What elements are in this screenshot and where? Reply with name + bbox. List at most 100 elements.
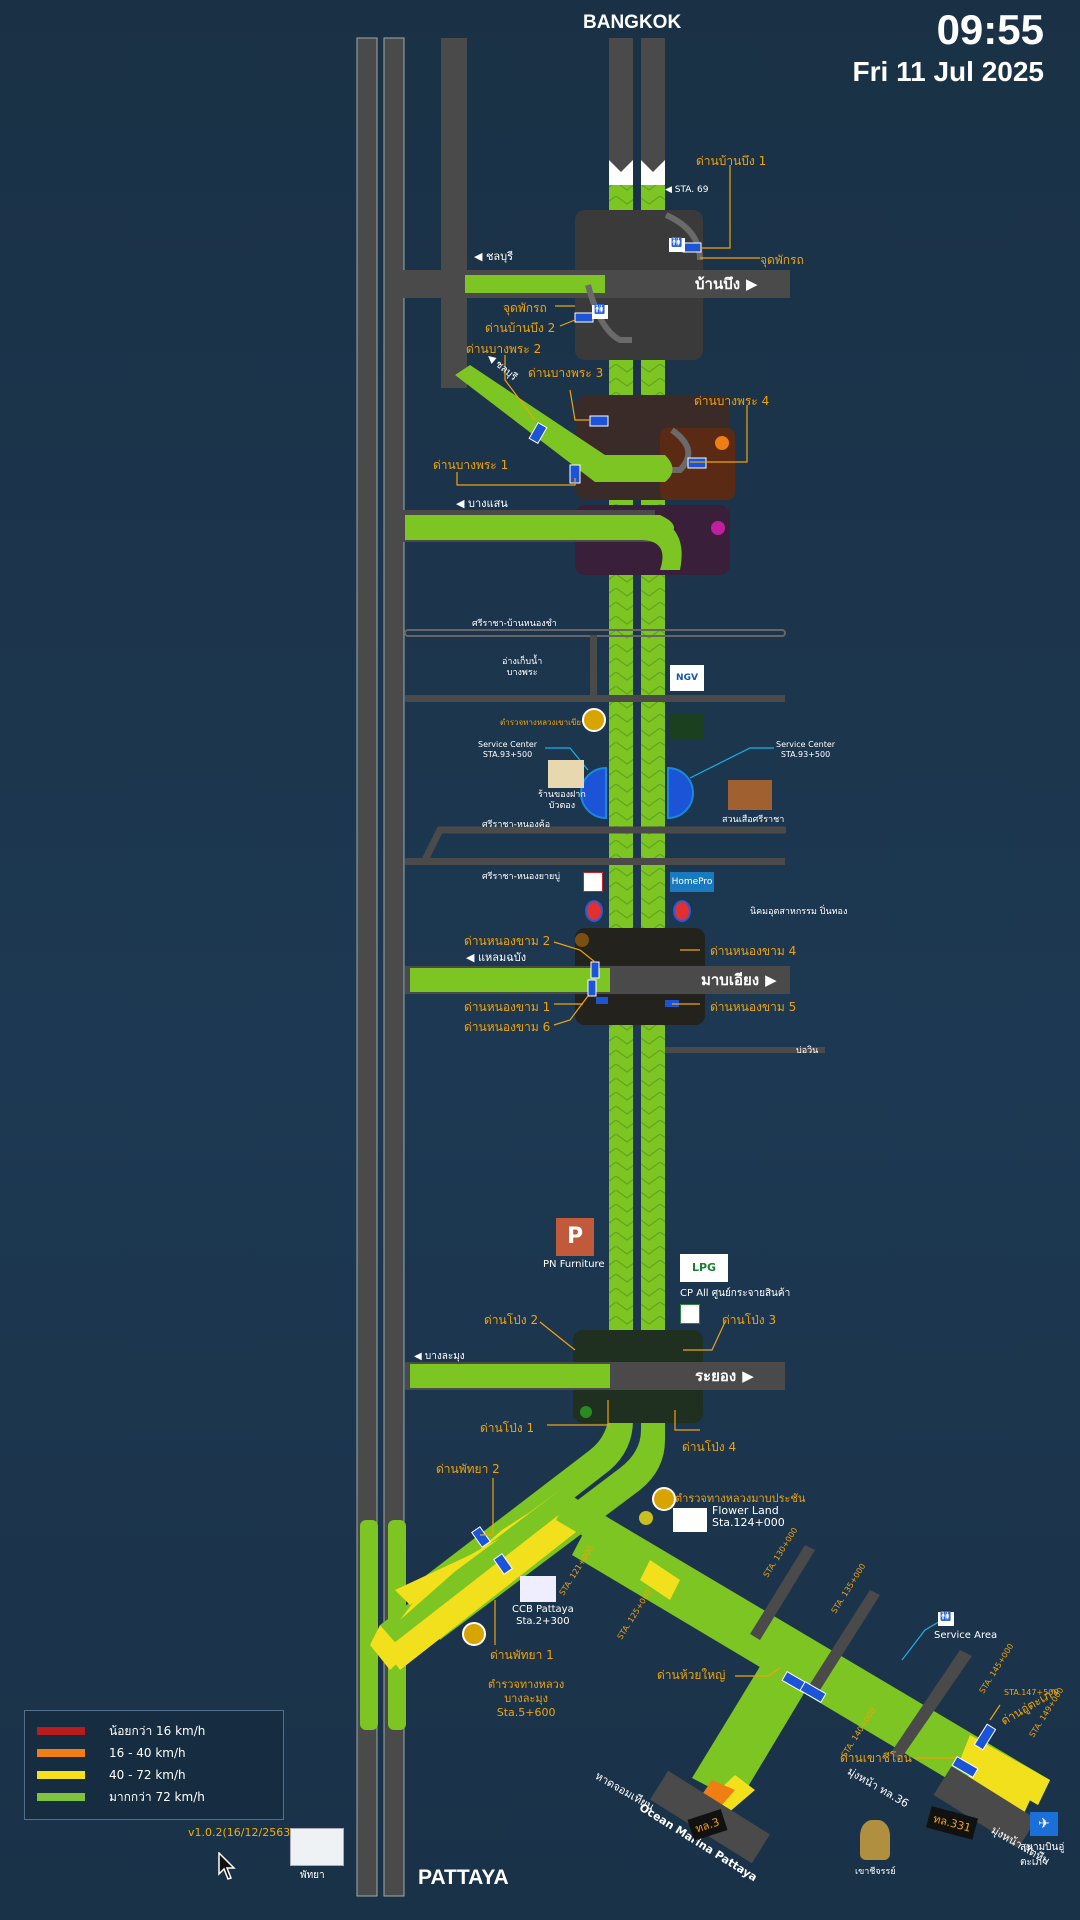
mainline-east-grey	[641, 38, 665, 188]
souvenir-shop-icon	[548, 760, 584, 788]
place-shop-east: สวนเสือศรีราชา	[722, 815, 785, 825]
service-center-west	[580, 766, 607, 820]
sign-banbueng: บ้านบึง▶	[663, 270, 790, 298]
legend-label: มากกว่า 72 km/h	[109, 1789, 205, 1804]
restroom-icon: 🚻	[592, 305, 608, 319]
service-center-east	[667, 766, 694, 820]
sign-rayong: ระยอง ▶	[663, 1362, 785, 1390]
old-road-stub	[441, 38, 467, 388]
place-sc-east: Service Center STA.93+500	[776, 740, 836, 759]
airplane-icon: ✈	[1030, 1812, 1058, 1836]
place-khaochichan: เขาชีจรรย์	[855, 1867, 896, 1877]
arrow-right-icon: ▶	[742, 1367, 754, 1385]
place-sriracha-nongyaibu: ศรีราชา-หนองยายบู่	[482, 872, 561, 882]
version-label: v1.0.2(16/12/2563)	[188, 1826, 295, 1839]
toll-pattaya1: ด่านพัทยา 1	[490, 1648, 554, 1662]
clock-time: 09:55	[936, 6, 1044, 53]
legend-label: น้อยกว่า 16 km/h	[109, 1723, 206, 1738]
legend-swatch	[37, 1771, 85, 1779]
homepro-icon: HomePro	[670, 872, 714, 892]
seven-eleven-icon	[583, 872, 603, 892]
bangphra-ramp	[455, 365, 673, 482]
dir-laemchabang: ◀ แหลมฉบัง	[466, 951, 527, 964]
police-shield-icon	[652, 1487, 676, 1511]
police-shield-icon	[462, 1622, 486, 1646]
legend-swatch	[37, 1749, 85, 1757]
place-bowin: บ่อวิน	[796, 1046, 819, 1056]
toll-nongkham6: ด่านหนองขาม 6	[464, 1020, 551, 1034]
legend-label: 16 - 40 km/h	[109, 1746, 186, 1760]
flower-land-icon	[673, 1508, 707, 1532]
tiger-zoo-icon	[728, 780, 772, 810]
mouse-cursor-icon	[218, 1852, 236, 1880]
service-road-east	[383, 37, 405, 1897]
toll-sta69-text: STA. 69	[674, 185, 709, 195]
dir-bangsaen: ◀ บางแสน	[456, 497, 508, 510]
legend-row: 16 - 40 km/h	[37, 1743, 186, 1763]
toll-sta69: ◀ STA. 69	[665, 185, 709, 195]
buddha-icon	[860, 1820, 890, 1860]
toll-rest-east: จุดพักรถ	[760, 253, 804, 267]
dir-bangsaen-text: บางแสน	[467, 497, 508, 510]
seven-eleven-icon	[680, 1304, 700, 1324]
police-shield-icon	[582, 708, 606, 732]
toll-pong4: ด่านโป่ง 4	[682, 1440, 737, 1454]
place-police-mapprachan: ตำรวจทางหลวงมาบประชัน	[675, 1492, 806, 1505]
bangkok-label: BANGKOK	[583, 12, 682, 33]
legend-row: มากกว่า 72 km/h	[37, 1787, 205, 1807]
place-reservoir: อ่างเก็บน้ำ บางพระ	[502, 657, 543, 678]
toll-bangphra2: ด่านบางพระ 2	[466, 342, 542, 356]
sta-147: STA.147+500	[1004, 1688, 1059, 1697]
place-sriracha-nongcha: ศรีราชา-บ้านหนองชำ	[472, 619, 557, 629]
fuel-drop-icon	[585, 900, 603, 922]
restroom-icon: 🚻	[669, 238, 685, 252]
huaiyai-branch	[715, 1660, 815, 1800]
toll-bangphra3: ด่านบางพระ 3	[528, 366, 604, 380]
dir-banglamung-text: บางละมุง	[424, 1351, 465, 1362]
clock-date: Fri 11 Jul 2025	[852, 56, 1044, 87]
place-cpall: CP All ศูนย์กระจายสินค้า	[680, 1288, 791, 1299]
place-sriracha-nongkho: ศรีราชา-หนองค้อ	[482, 820, 551, 830]
sign-mabiang-text: มาบเอียง	[701, 971, 760, 989]
dir-banglamung: ◀ บางละมุง	[414, 1351, 465, 1362]
place-sc-west: Service Center STA.93+500	[478, 740, 538, 759]
pn-furniture-icon: P	[556, 1218, 594, 1256]
restroom-icon: 🚻	[938, 1612, 954, 1626]
mainline-west-grey	[609, 38, 633, 188]
place-pn-furniture: PN Furniture	[543, 1259, 605, 1270]
pattaya-leg-yellow	[395, 1538, 500, 1605]
arrow-right-icon: ▶	[746, 275, 758, 293]
pattaya-leg-green	[380, 1490, 590, 1650]
gas-station-icon	[670, 713, 704, 739]
speed-legend: น้อยกว่า 16 km/h 16 - 40 km/h 40 - 72 km…	[24, 1710, 284, 1820]
dir-chonburi: ◀ ชลบุรี	[474, 250, 514, 263]
utapao-leg-green	[556, 1495, 1050, 1805]
sign-rayong-text: ระยอง	[695, 1367, 737, 1385]
place-police-banglamung: ตำรวจทางหลวง บางละมุง Sta.5+600	[488, 1678, 565, 1719]
toll-huaiyai: ด่านห้วยใหญ่	[657, 1668, 726, 1682]
clock: 09:55 Fri 11 Jul 2025	[853, 4, 1044, 88]
toll-pattaya2: ด่านพัทยา 2	[436, 1462, 500, 1476]
toll-nongkham5: ด่านหนองขาม 5	[710, 1000, 797, 1014]
toll-nongkham4: ด่านหนองขาม 4	[710, 944, 797, 958]
pattaya-caption: พัทยา	[300, 1870, 325, 1881]
sign-mabiang: มาบเอียง▶	[663, 966, 790, 994]
place-flowerland: Flower Land Sta.124+000	[712, 1504, 785, 1529]
legend-swatch	[37, 1727, 85, 1735]
ptt-ngv-icon: NGV	[670, 665, 704, 691]
legend-label: 40 - 72 km/h	[109, 1768, 186, 1782]
toll-nongkham1: ด่านหนองขาม 1	[464, 1000, 551, 1014]
legend-row: น้อยกว่า 16 km/h	[37, 1721, 205, 1741]
lpg-icon: LPG	[680, 1254, 728, 1282]
service-road-green-w	[360, 1520, 378, 1730]
toll-banbueng1: ด่านบ้านบึง 1	[696, 154, 767, 168]
service-road-west	[356, 37, 378, 1897]
toll-bangphra4: ด่านบางพระ 4	[694, 394, 770, 408]
pattaya-logo	[290, 1828, 344, 1866]
toll-rest-west: จุดพักรถ	[503, 301, 547, 315]
dir-chonburi-text: ชลบุรี	[485, 250, 514, 263]
place-service-area: Service Area	[934, 1630, 998, 1641]
toll-pong3: ด่านโป่ง 3	[722, 1313, 777, 1327]
place-police-khaokheow: ตำรวจทางหลวงเขาเขียว	[500, 718, 586, 727]
